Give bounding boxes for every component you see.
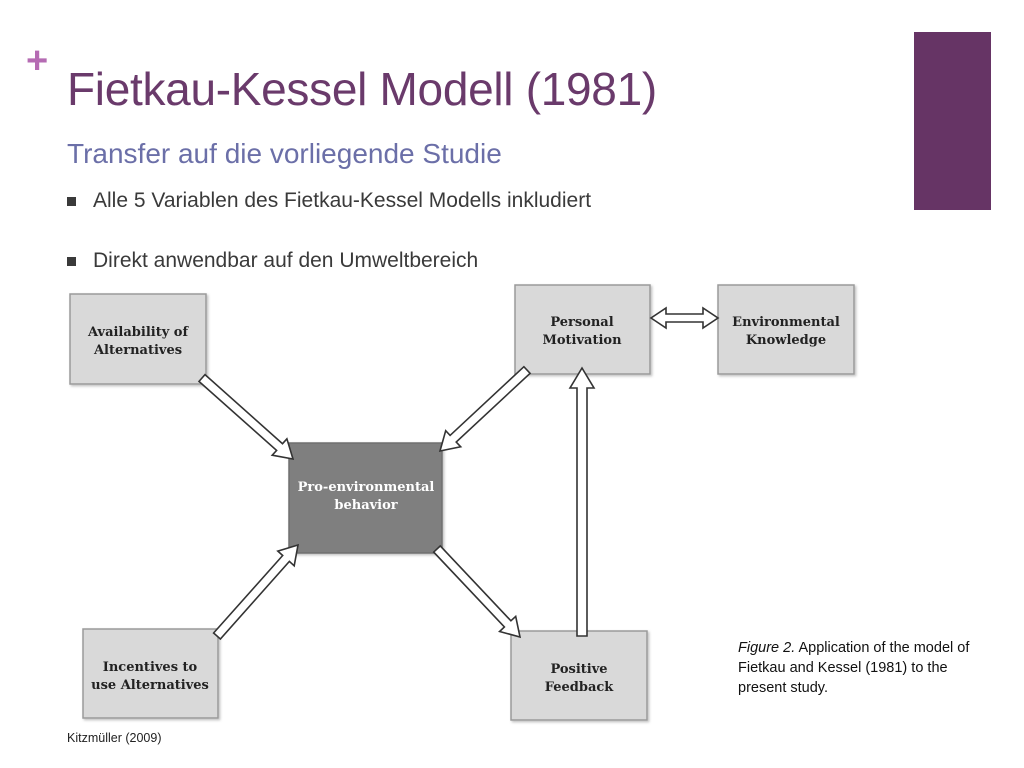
figure-caption-text: Application of the model of Fietkau and …	[738, 640, 970, 696]
box-motivation-rect	[514, 284, 651, 375]
slide-title: Fietkau-Kessel Modell (1981)	[67, 63, 657, 115]
box-behavior-line1: Pro-environmental	[298, 480, 435, 495]
square-bullet-icon	[67, 197, 76, 206]
box-feedback-rect	[510, 630, 648, 721]
slide-subtitle: Transfer auf die vorliegende Studie	[67, 138, 502, 169]
box-incentives-rect	[82, 628, 219, 719]
box-behavior-rect	[288, 442, 443, 554]
accent-bar	[914, 32, 991, 210]
square-bullet-icon	[67, 257, 76, 266]
bullet-list: Alle 5 Variablen des Fietkau-Kessel Mode…	[67, 186, 591, 276]
bullet-item: Alle 5 Variablen des Fietkau-Kessel Mode…	[67, 186, 591, 216]
bullet-text: Alle 5 Variablen des Fietkau-Kessel Mode…	[93, 189, 592, 212]
box-knowledge-rect	[717, 284, 855, 375]
box-incentives: Incentives to use Alternatives	[82, 628, 219, 719]
box-feedback-line1: Positive	[550, 662, 607, 677]
source-citation: Kitzmüller (2009)	[67, 731, 162, 745]
box-incentives-line1: Incentives to	[103, 660, 198, 675]
arrow-incentives-to-behavior	[212, 543, 300, 641]
box-feedback-line2: Feedback	[545, 680, 615, 695]
box-personal-motivation: Personal Motivation	[514, 284, 651, 375]
figure-label: Figure 2.	[738, 640, 796, 656]
arrow-motivation-to-behavior	[438, 365, 532, 453]
plus-icon: +	[26, 40, 49, 82]
box-availability-line1: Availability of	[87, 325, 189, 340]
box-knowledge-line1: Environmental	[732, 315, 840, 330]
box-incentives-line2: use Alternatives	[91, 678, 209, 693]
bullet-item: Direkt anwendbar auf den Umweltbereich	[67, 246, 591, 276]
arrow-feedback-to-motivation	[568, 366, 596, 637]
box-motivation-line2: Motivation	[542, 333, 622, 348]
arrows-group	[197, 306, 720, 641]
box-availability-line2: Alternatives	[93, 343, 182, 358]
box-motivation-line1: Personal	[550, 315, 613, 330]
box-positive-feedback: Positive Feedback	[510, 630, 648, 721]
box-environmental-knowledge: Environmental Knowledge	[717, 284, 855, 375]
box-availability: Availability of Alternatives	[69, 293, 207, 385]
arrow-behavior-to-feedback	[432, 544, 522, 639]
arrow-motivation-knowledge	[649, 306, 720, 330]
box-knowledge-line2: Knowledge	[746, 333, 826, 348]
bullet-text: Direkt anwendbar auf den Umweltbereich	[93, 249, 479, 272]
box-pro-environmental-behavior: Pro-environmental behavior	[288, 442, 443, 554]
box-behavior-line2: behavior	[334, 498, 397, 513]
figure-caption: Figure 2. Application of the model of Fi…	[738, 638, 978, 698]
box-availability-rect	[69, 293, 207, 385]
arrow-availability-to-behavior	[197, 373, 295, 461]
